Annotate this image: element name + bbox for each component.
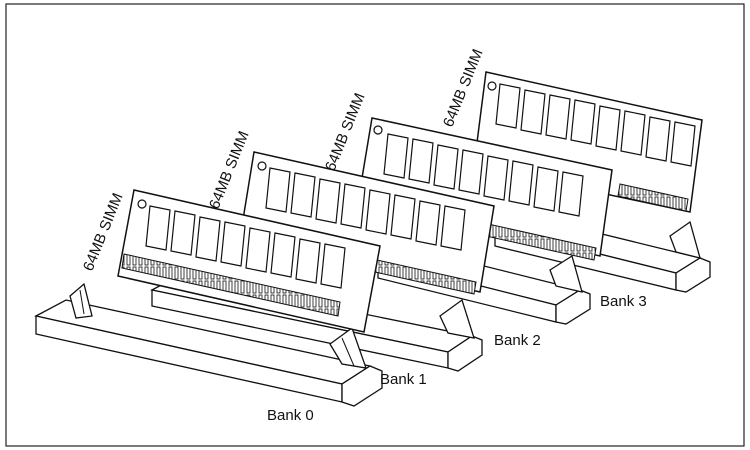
figure-frame xyxy=(5,3,745,447)
bank-1-label: Bank 1 xyxy=(380,371,427,388)
bank-0-socket xyxy=(34,282,383,407)
bank-2-module-label: 64MB SIMM xyxy=(322,91,369,174)
bank-0-group xyxy=(34,189,383,407)
bank-3-label: Bank 3 xyxy=(600,293,647,310)
bank-1-group xyxy=(150,151,495,372)
bank-2-simm-module xyxy=(357,117,613,261)
bank-0-label: Bank 0 xyxy=(267,407,314,424)
bank-0-simm-module xyxy=(117,189,381,333)
bank-2-label: Bank 2 xyxy=(494,332,541,349)
bank-0-module-label: 64MB SIMM xyxy=(80,191,127,274)
bank-1-simm-module xyxy=(239,151,495,295)
